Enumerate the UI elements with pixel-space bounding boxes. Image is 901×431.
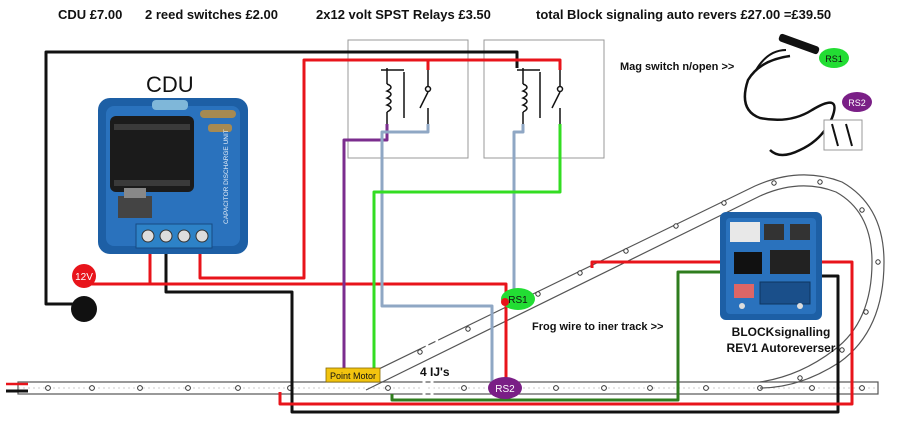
rs1-solder-point (501, 298, 509, 306)
wire-red-cdu-relay (198, 58, 562, 280)
ijs-label: 4 IJ's (420, 365, 450, 379)
loop-track (351, 174, 885, 391)
svg-text:12V: 12V (75, 272, 93, 283)
reed-cost-text: 2 reed switches £2.00 (145, 7, 278, 22)
mag-rs2-badge: RS2 (842, 92, 872, 112)
relay-box-2 (483, 39, 605, 159)
insulated-joiners (422, 337, 442, 396)
block-label-1: BLOCKsignalling (732, 325, 831, 339)
mag-switch-image (743, 33, 863, 157)
capacitor (110, 116, 194, 192)
cdu-cost-text: CDU £7.00 (58, 7, 122, 22)
cdu-label: CDU (146, 72, 194, 97)
block-label-2: REV1 Autoreverser (727, 341, 836, 355)
wire-blue-rs2 (380, 124, 494, 382)
wire-black-cdu-track (164, 248, 840, 414)
relay-box-1 (347, 39, 469, 159)
rs1-sensor: RS1 (501, 288, 535, 310)
svg-text:RS1: RS1 (825, 54, 843, 64)
svg-text:RS2: RS2 (495, 384, 515, 395)
svg-text:RS1: RS1 (508, 295, 528, 306)
svg-text:Point Motor: Point Motor (330, 371, 376, 381)
wire-black-top (44, 50, 519, 306)
block-cost-text: total Block signaling auto revers £27.00… (536, 7, 831, 22)
relay-cost-text: 2x12 volt SPST Relays £3.50 (316, 7, 491, 22)
wire-blue-rs1 (512, 124, 525, 294)
terminal-12v: 12V (72, 264, 96, 288)
mag-rs1-badge: RS1 (819, 48, 849, 68)
relay-2-switch (551, 70, 564, 124)
terminal-ground (71, 296, 97, 322)
wire-green (372, 124, 562, 370)
cdu-board-text: CAPACITOR DISCHARGE UNIT (223, 129, 230, 224)
relay-2-coil (517, 68, 541, 124)
wire-green-frog (390, 270, 722, 402)
main-track (17, 381, 879, 395)
point-motor: Point Motor (325, 367, 381, 383)
cdu-board: CAPACITOR DISCHARGE UNIT (98, 98, 248, 254)
relay-1-coil (381, 68, 405, 124)
track-sleeper-dots (45, 385, 865, 391)
wire-red-track (278, 260, 854, 406)
mag-switch-label: Mag switch n/open >> (620, 61, 734, 73)
frog-wire-label: Frog wire to iner track >> (532, 321, 663, 333)
autoreverser-board (720, 212, 822, 320)
rs2-sensor: RS2 (488, 377, 522, 399)
relay-1-switch (419, 70, 432, 124)
loop-track-dots (417, 179, 881, 381)
svg-text:RS2: RS2 (848, 98, 866, 108)
